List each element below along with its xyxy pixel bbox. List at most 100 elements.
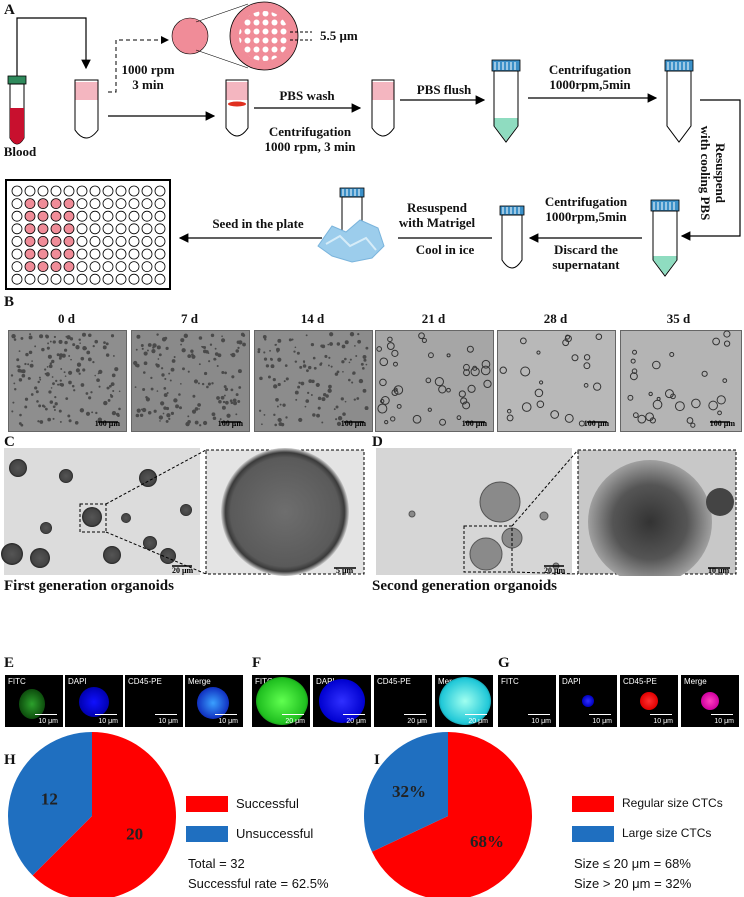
micrograph-day7: 100 μm [131,330,250,432]
channel-label: FITC [255,677,273,686]
conical-tube-pbs [491,59,521,143]
well [63,210,75,222]
fluor-g-dapi: DAPI 10 μm [559,675,617,727]
well [154,248,166,260]
resuspend-cooling-line2: with cooling PBS [698,125,713,221]
centrifuge-2-label: Centrifugation 1000rpm,5min [532,62,648,92]
well [11,223,23,235]
well [76,223,88,235]
seed-plate-label: Seed in the plate [212,216,304,231]
filter-disk [171,17,209,55]
well [76,261,88,273]
legend-swatch-unsuccessful [186,826,228,842]
panel-label-d: D [372,434,383,450]
scale-bar-label: 100 μm [217,419,243,428]
panel-label-g: G [498,655,510,671]
centrifuge-3-line1: Centrifugation [544,194,628,209]
well [50,198,62,210]
well [115,210,127,222]
well [154,210,166,222]
well [141,261,153,273]
scale-bar-label: 100 μm [94,419,120,428]
discard-line1: Discard the [554,242,618,257]
pore-size-label: 5.5 μm [320,28,358,43]
well [89,235,101,247]
well [76,248,88,260]
day-label: 0 d [58,311,75,326]
well [128,210,140,222]
scale-bar-label: 10 μm [592,718,612,725]
well [115,198,127,210]
panel-label-b: B [4,294,15,310]
channel-label: DAPI [562,677,581,686]
well [115,261,127,273]
micrograph-day0: 100 μm [8,330,127,432]
micrograph-day35: 100 μm [620,330,742,432]
well [102,273,114,285]
well [50,261,62,273]
channel-label: Merge [684,677,707,686]
legend-swatch-successful [186,796,228,812]
well [37,198,49,210]
scale-bar-label: 100 μm [461,419,487,428]
well [154,223,166,235]
well [102,223,114,235]
centrifuge-2-line2: 1000rpm,5min [549,77,631,92]
tube-washed [371,79,395,137]
legend-swatch-large [572,826,614,842]
channel-label: CD45-PE [128,677,162,686]
well [24,235,36,247]
well [11,248,23,260]
pie-slice-label: 20 [126,825,143,844]
pie-slice [7,732,93,876]
annotation-success-rate: Successful rate = 62.5% [188,876,329,891]
well [102,261,114,273]
well [63,248,75,260]
fluor-f-merge: Merge20 μm [435,675,493,727]
well [50,235,62,247]
resuspend-cooling-line1: Resuspend [713,143,728,203]
well [154,198,166,210]
channel-label: DAPI [316,677,335,686]
well [154,261,166,273]
well [115,248,127,260]
conical-tube-resuspended [650,199,680,277]
micrograph-day14: 100 μm [254,330,373,432]
well [128,185,140,197]
pie-slice [371,732,532,897]
well [141,198,153,210]
scale-bar-label: 10 μm [218,718,238,725]
well [154,235,166,247]
well [141,273,153,285]
well [115,273,127,285]
channel-label: CD45-PE [623,677,657,686]
well [11,210,23,222]
panel-a-workflow [5,1,741,290]
discard-line2: supernatant [552,257,620,272]
blood-label: Blood [3,144,37,159]
legend-successful: Successful [236,796,299,811]
step-spin-line1: 1000 rpm [121,62,175,77]
well [76,273,88,285]
pbs-flush-label: PBS flush [416,82,472,97]
well [141,185,153,197]
discard-label: Discard the supernatant [536,242,636,272]
scale-bar-label: 10 μm [653,718,673,725]
well [24,248,36,260]
resuspend-cooling-label: Resuspend with cooling PBS [698,108,728,238]
tube-pellet [499,205,525,269]
caption-first-generation: First generation organoids [4,578,174,594]
channel-label: FITC [501,677,519,686]
well [24,210,36,222]
centrifuge-1-label: Centrifugation 1000 rpm, 3 min [250,124,370,154]
well [50,248,62,260]
panel-d-organoids [376,448,737,576]
blood-tube [7,75,27,145]
well [37,185,49,197]
well [11,198,23,210]
annotation-total: Total = 32 [188,856,245,871]
panel-label-e: E [4,655,15,671]
